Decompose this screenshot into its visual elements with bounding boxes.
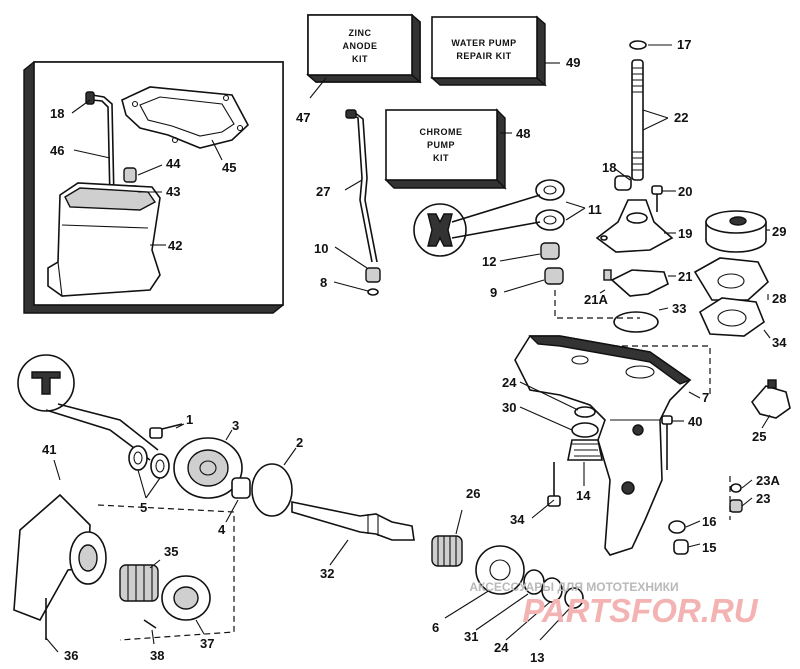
callout-19: 19 bbox=[678, 226, 692, 241]
callout-40: 40 bbox=[688, 414, 702, 429]
water-pump-kit-line-2: REPAIR KIT bbox=[456, 51, 511, 61]
water-pump-repair-kit-box: WATER PUMP REPAIR KIT bbox=[430, 15, 547, 87]
callout-31: 31 bbox=[464, 629, 478, 644]
callout-7: 7 bbox=[702, 390, 709, 405]
callout-20: 20 bbox=[678, 184, 692, 199]
water-pump-kit-line-1: WATER PUMP bbox=[451, 38, 516, 48]
zinc-kit-line-2: ANODE bbox=[342, 41, 377, 51]
callout-21: 21 bbox=[678, 269, 692, 284]
callout-29: 29 bbox=[772, 224, 786, 239]
alignment-guides bbox=[554, 290, 731, 520]
callout-10: 10 bbox=[314, 241, 328, 256]
callout-45: 45 bbox=[222, 160, 236, 175]
watermark-brand: PARTSFOR.RU bbox=[522, 592, 758, 629]
callout-25: 25 bbox=[752, 429, 766, 444]
callout-18-pump: 18 bbox=[602, 160, 616, 175]
watermark: АКСЕССУАРЫ ДЛЯ МОТОТЕХНИКИ PARTSFOR.RU bbox=[469, 580, 758, 629]
callout-8: 8 bbox=[320, 275, 327, 290]
callout-16: 16 bbox=[702, 514, 716, 529]
callout-13: 13 bbox=[530, 650, 544, 665]
zinc-kit-line-1: ZINC bbox=[349, 28, 372, 38]
gearcase-housing-7 bbox=[514, 335, 791, 556]
callout-1: 1 bbox=[186, 412, 193, 427]
callout-27: 27 bbox=[316, 184, 330, 199]
zinc-kit-line-3: KIT bbox=[352, 54, 368, 64]
callout-44: 44 bbox=[166, 156, 181, 171]
callout-36: 36 bbox=[64, 648, 78, 663]
callout-22: 22 bbox=[674, 110, 688, 125]
leader-lines bbox=[45, 44, 771, 653]
callout-41: 41 bbox=[42, 442, 56, 457]
callout-4: 4 bbox=[218, 522, 226, 537]
callout-23a: 23A bbox=[756, 473, 780, 488]
chrome-pump-kit-box: CHROME PUMP KIT bbox=[384, 108, 507, 190]
chrome-kit-line-3: KIT bbox=[433, 153, 449, 163]
callout-30: 30 bbox=[502, 400, 516, 415]
callout-14: 14 bbox=[576, 488, 591, 503]
callout-24-upper: 24 bbox=[502, 375, 517, 390]
callout-48: 48 bbox=[516, 126, 530, 141]
callout-47: 47 bbox=[296, 110, 310, 125]
zinc-anode-kit-box: ZINC ANODE KIT bbox=[306, 13, 422, 84]
callout-33: 33 bbox=[672, 301, 686, 316]
callout-43: 43 bbox=[166, 184, 180, 199]
callout-labels: 47 49 48 17 22 18 46 44 43 42 45 27 10 8… bbox=[42, 37, 787, 665]
callout-2: 2 bbox=[296, 435, 303, 450]
callout-18-inset: 18 bbox=[50, 106, 64, 121]
callout-21a: 21A bbox=[584, 292, 608, 307]
callout-42: 42 bbox=[168, 238, 182, 253]
exhaust-housing-inset bbox=[23, 61, 284, 314]
callout-6: 6 bbox=[432, 620, 439, 635]
callout-32: 32 bbox=[320, 566, 334, 581]
callout-15: 15 bbox=[702, 540, 716, 555]
chrome-kit-line-1: CHROME bbox=[420, 127, 463, 137]
callout-12: 12 bbox=[482, 254, 496, 269]
gearcase-hardware bbox=[547, 406, 743, 555]
watermark-tagline: АКСЕССУАРЫ ДЛЯ МОТОТЕХНИКИ bbox=[469, 580, 678, 594]
callout-23: 23 bbox=[756, 491, 770, 506]
callout-11: 11 bbox=[588, 202, 602, 217]
propshaft-assembly bbox=[13, 354, 584, 641]
callout-28: 28 bbox=[772, 291, 786, 306]
callout-3: 3 bbox=[232, 418, 239, 433]
callout-37: 37 bbox=[200, 636, 214, 651]
callout-49: 49 bbox=[566, 55, 580, 70]
callout-5: 5 bbox=[140, 500, 147, 515]
callout-38: 38 bbox=[150, 648, 164, 663]
chrome-kit-line-2: PUMP bbox=[427, 140, 455, 150]
callout-34-lower: 34 bbox=[510, 512, 525, 527]
callout-24-lower: 24 bbox=[494, 640, 509, 655]
driveshaft-22 bbox=[629, 40, 647, 181]
callout-17: 17 bbox=[677, 37, 691, 52]
water-pump-assembly bbox=[413, 175, 769, 337]
callout-34-upper: 34 bbox=[772, 335, 787, 350]
callout-9: 9 bbox=[490, 285, 497, 300]
callout-26: 26 bbox=[466, 486, 480, 501]
shift-rod-27 bbox=[345, 109, 381, 296]
callout-35: 35 bbox=[164, 544, 178, 559]
callout-46: 46 bbox=[50, 143, 64, 158]
